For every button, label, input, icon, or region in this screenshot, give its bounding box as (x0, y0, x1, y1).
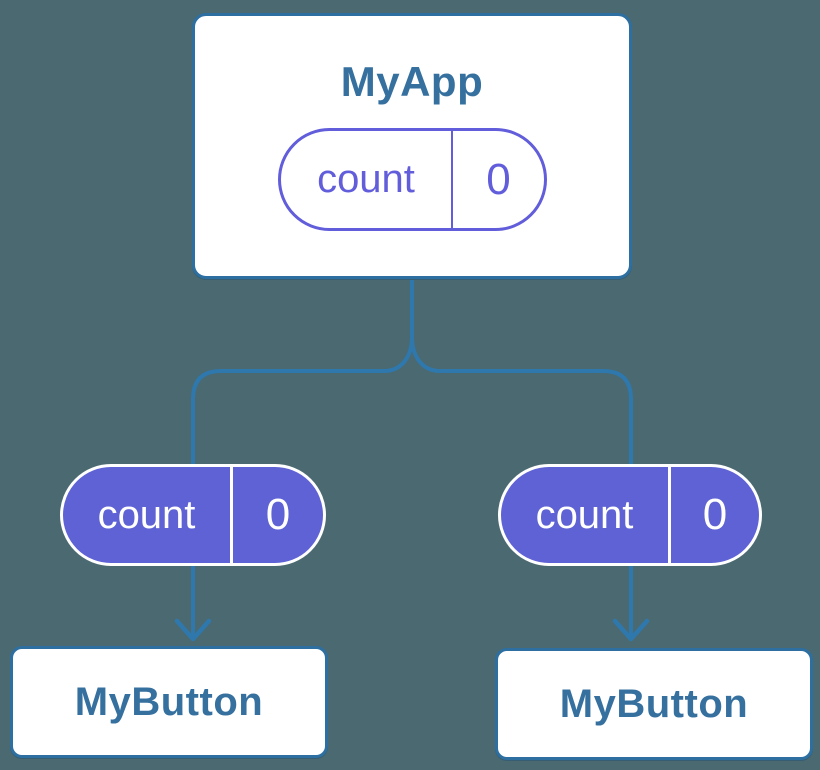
connector-left-branch (191, 336, 414, 637)
component-card-mybutton-right: MyButton (495, 648, 813, 760)
component-title: MyApp (340, 58, 484, 105)
arrow-down-icon (612, 618, 650, 642)
state-name: count (63, 467, 233, 563)
component-title: MyButton (74, 679, 264, 724)
state-value: 0 (486, 154, 511, 204)
state-name: count (501, 467, 671, 563)
state-pill-root: count 0 (278, 128, 547, 231)
connector-right-branch (410, 336, 633, 637)
state-pill-right-child: count 0 (498, 464, 762, 566)
component-title: MyButton (559, 681, 749, 726)
state-name: count (281, 131, 453, 228)
component-card-myapp: MyApp count 0 (192, 13, 632, 279)
state-value: 0 (265, 490, 291, 539)
arrow-down-icon (174, 618, 212, 642)
state-value: 0 (702, 490, 728, 539)
state-pill-left-child: count 0 (60, 464, 326, 566)
component-card-mybutton-left: MyButton (10, 646, 328, 758)
